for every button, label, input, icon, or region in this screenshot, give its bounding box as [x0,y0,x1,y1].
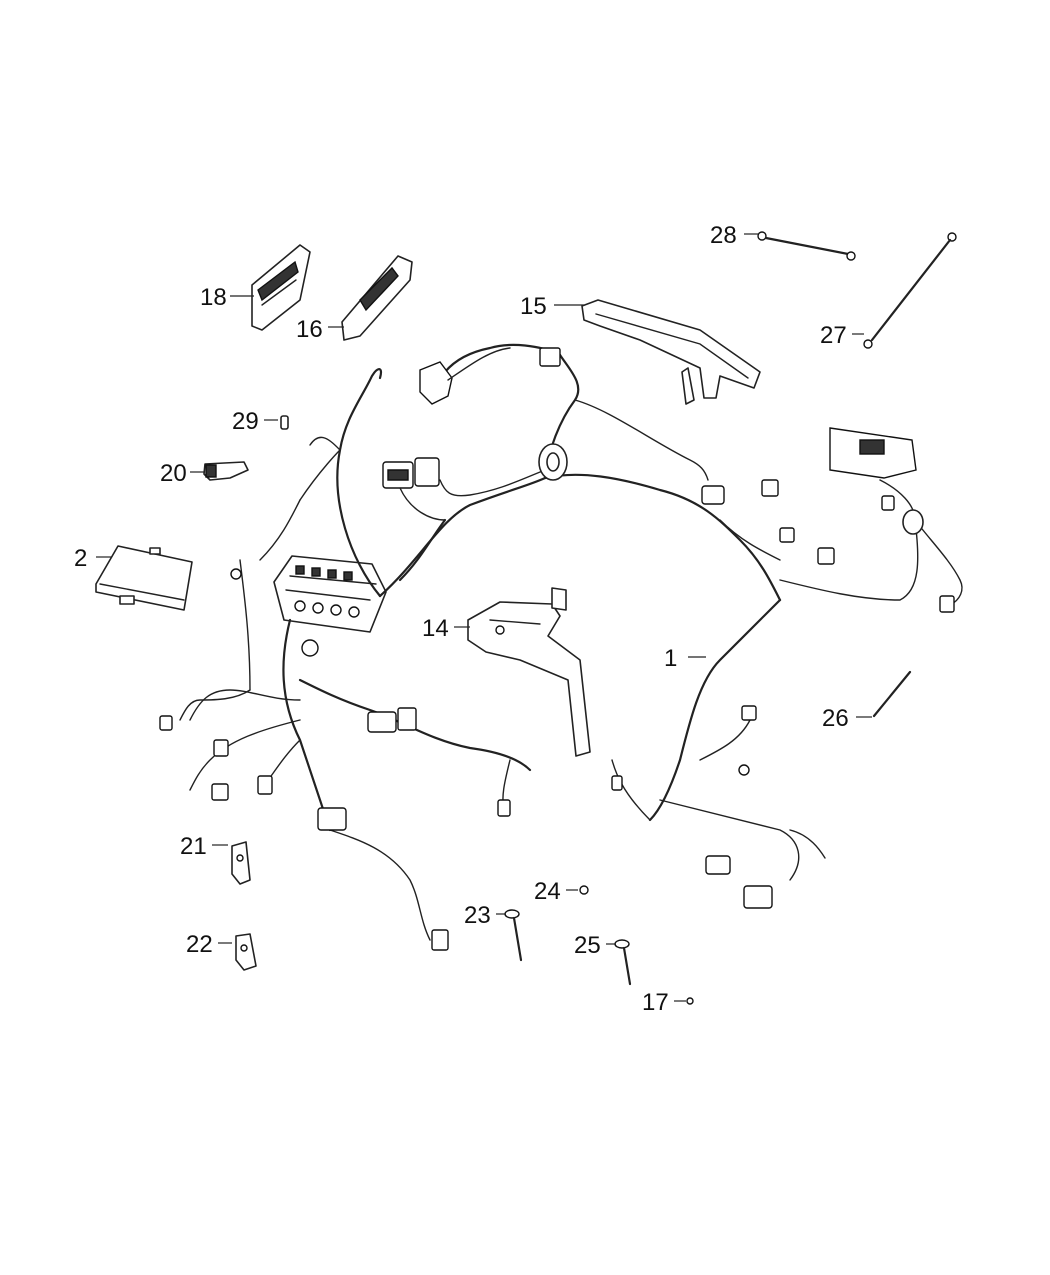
callout-2: 2 [74,545,87,572]
part-20-connector[interactable] [203,461,249,481]
part-17-clip[interactable] [686,997,694,1005]
callout-16: 16 [296,316,323,343]
part-25-bolt[interactable] [614,939,632,986]
part-15-bracket[interactable] [581,299,761,405]
callout-18: 18 [200,284,227,311]
part-1-main-wiring-harness[interactable] [159,343,963,951]
callout-29: 29 [232,408,259,435]
part-29-clip[interactable] [280,415,289,430]
callout-23: 23 [464,902,491,929]
callout-26: 26 [822,705,849,732]
callout-22: 22 [186,931,213,958]
callout-27: 27 [820,322,847,349]
callout-24: 24 [534,878,561,905]
callout-21: 21 [180,833,207,860]
part-28-ground-strap[interactable] [757,231,856,261]
part-23-bolt[interactable] [504,909,523,962]
part-24-nut[interactable] [579,885,589,895]
callout-20: 20 [160,460,187,487]
part-22-bracket[interactable] [235,933,257,971]
callout-14: 14 [422,615,449,642]
part-27-ground-strap[interactable] [863,232,957,349]
callout-28: 28 [710,222,737,249]
junction-block [273,555,387,633]
part-14-bracket[interactable] [467,587,591,757]
part-2-module-cover[interactable] [95,545,193,611]
callout-1: 1 [664,645,677,672]
part-16-bracket[interactable] [341,255,413,341]
callout-15: 15 [520,293,547,320]
callout-25: 25 [574,932,601,959]
part-18-bracket[interactable] [251,244,311,331]
callout-17: 17 [642,989,669,1016]
part-21-bracket[interactable] [231,841,251,885]
part-26-rod[interactable] [872,670,912,718]
